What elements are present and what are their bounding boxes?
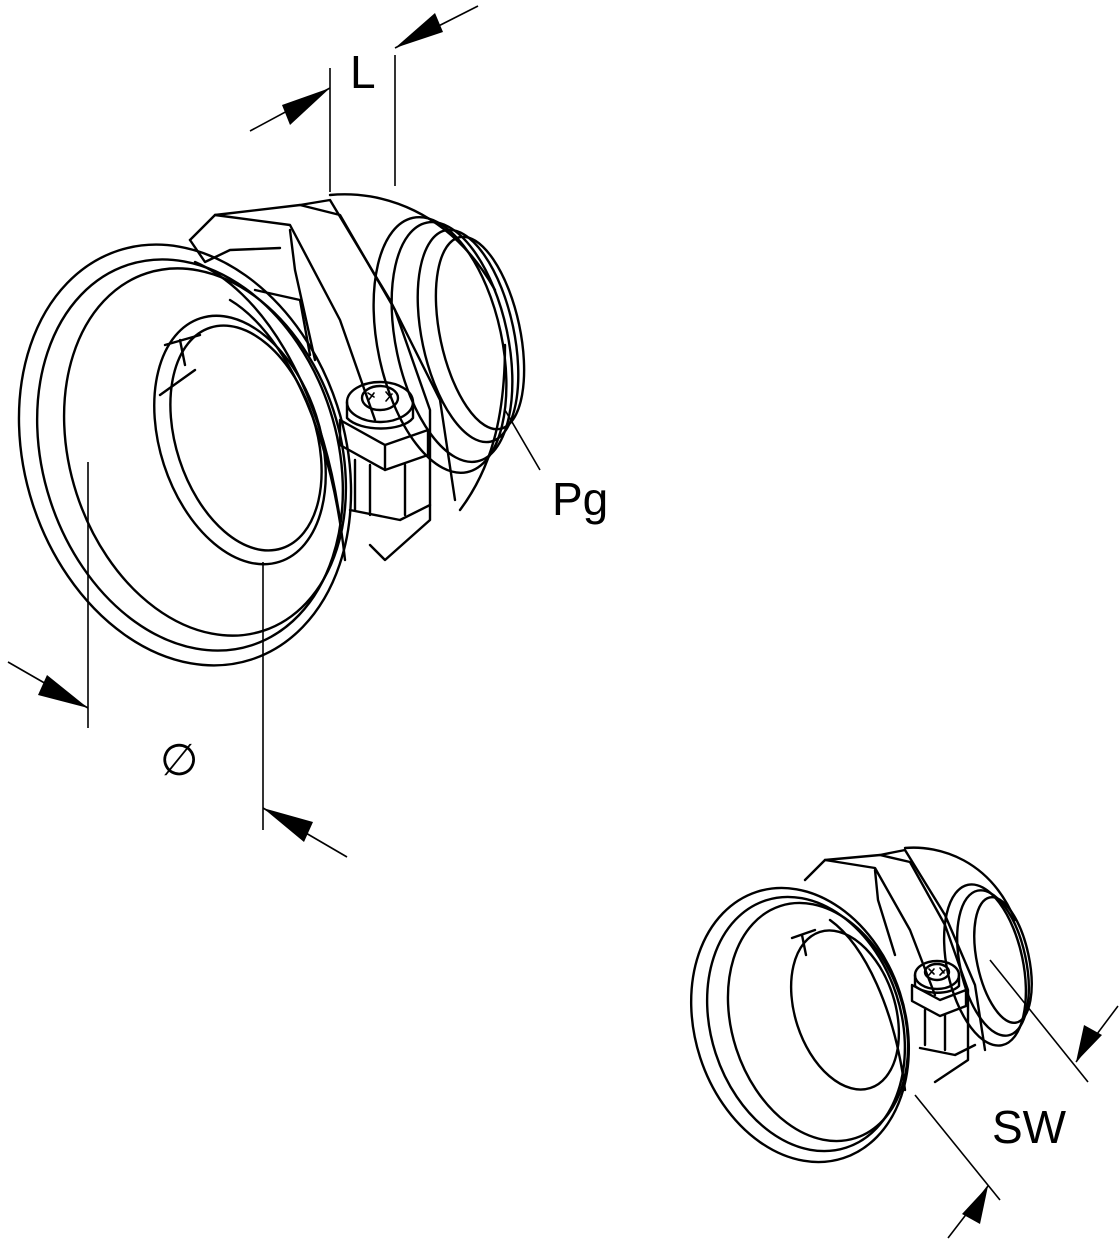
- large-fitting-neck: [228, 298, 347, 562]
- wrench-arrow-bottom: [962, 1186, 988, 1224]
- dimension-wrench-size: SW: [914, 959, 1119, 1239]
- large-fitting-thread-body: [328, 193, 526, 512]
- diameter-label: ∅: [160, 736, 198, 785]
- large-fitting-front-ring: [17, 243, 353, 667]
- small-fitting-hex-nut: [803, 848, 987, 1084]
- dimension-diameter: ∅: [7, 462, 348, 858]
- large-fitting-hex-nut: [188, 198, 457, 562]
- wrench-arrow-top: [1076, 1025, 1102, 1062]
- diameter-arrow-left: [38, 675, 88, 708]
- thread-label: Pg: [552, 473, 608, 525]
- length-arrow-right: [395, 13, 443, 48]
- small-fitting-clamp-screw: [910, 959, 977, 1057]
- length-arrow-left: [282, 88, 330, 125]
- small-fitting-front-ring: [689, 886, 911, 1164]
- dimension-length: L: [249, 5, 479, 192]
- small-fitting: [689, 846, 1033, 1164]
- large-fitting: [17, 193, 526, 667]
- diameter-arrow-right: [263, 808, 313, 842]
- length-label: L: [350, 46, 376, 98]
- large-fitting-clamp-screw: [338, 380, 432, 522]
- dimension-thread: Pg: [504, 409, 608, 525]
- wrench-size-label: SW: [992, 1101, 1067, 1153]
- small-fitting-neck: [828, 918, 907, 1092]
